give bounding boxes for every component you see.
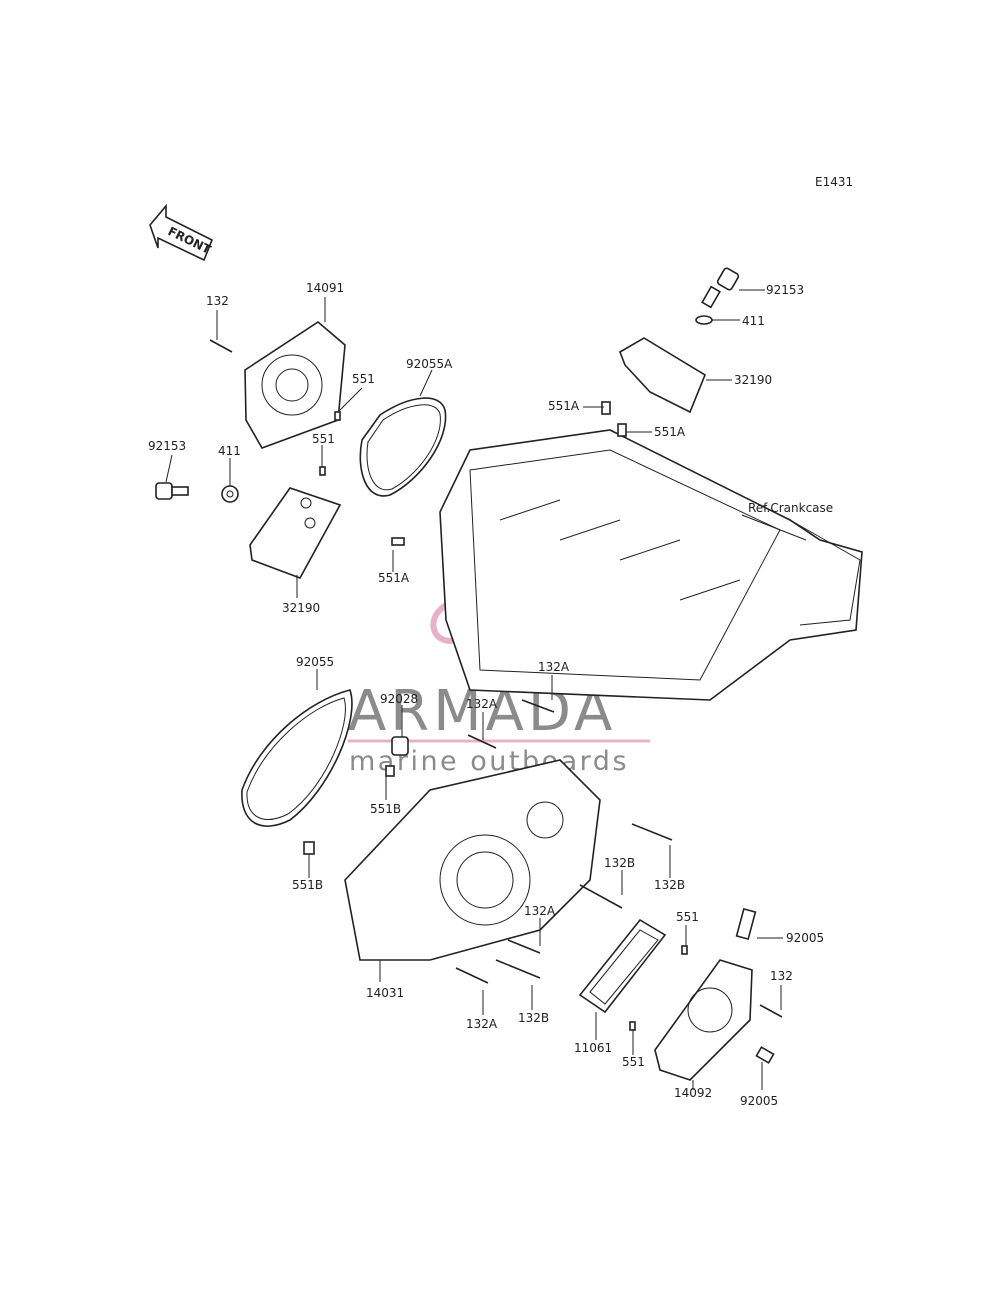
part-label-92055: 92055 — [296, 655, 334, 669]
part-labels: 92153 411 32190 551A 551A 132 14091 551 92055A 55… — [148, 281, 824, 1108]
part-label-551a: 551A — [548, 399, 580, 413]
washer-92028 — [391, 736, 409, 756]
part-label-551: 551 — [676, 910, 699, 924]
bolt-92153-top — [701, 267, 740, 309]
part-label-32190: 32190 — [734, 373, 772, 387]
part-label-92153: 92153 — [148, 439, 186, 453]
part-label-132b: 132B — [654, 878, 685, 892]
washer-411-top — [695, 315, 713, 325]
part-label-92153: 92153 — [766, 283, 804, 297]
part-label-132: 132 — [206, 294, 229, 308]
o-ring-92055A — [359, 397, 447, 497]
part-label-92005: 92005 — [786, 931, 824, 945]
fitting-92005-top — [735, 907, 757, 941]
cover-14092 — [654, 959, 753, 1081]
bolts-132-group — [209, 339, 783, 1018]
fitting-92005-bottom — [755, 1046, 775, 1064]
part-label-132a: 132A — [538, 660, 570, 674]
part-label-551: 551 — [622, 1055, 645, 1069]
part-label-132a: 132A — [466, 697, 498, 711]
washer-411-left — [221, 485, 239, 503]
leader-lines — [165, 289, 807, 1090]
part-label-92028: 92028 — [380, 692, 418, 706]
crankcase-upper — [439, 429, 863, 701]
part-label-551: 551 — [312, 432, 335, 446]
part-label-551a: 551A — [654, 425, 686, 439]
part-label-411: 411 — [218, 444, 241, 458]
part-label-14031: 14031 — [366, 986, 404, 1000]
front-arrow-icon: FRONT — [149, 203, 214, 262]
part-label-32190: 32190 — [282, 601, 320, 615]
part-label-92005: 92005 — [740, 1094, 778, 1108]
gasket-11061 — [578, 918, 667, 1014]
dowel-pins — [303, 401, 688, 1031]
ref-crankcase-label: Ref.Crankcase — [748, 501, 833, 515]
part-label-132b: 132B — [604, 856, 635, 870]
bracket-32190-top — [619, 337, 706, 414]
part-label-551: 551 — [352, 372, 375, 386]
o-ring-92055 — [241, 689, 353, 827]
part-label-14092: 14092 — [674, 1086, 712, 1100]
bolt-92153-left — [155, 482, 189, 500]
part-label-551b: 551B — [370, 802, 401, 816]
part-label-14091: 14091 — [306, 281, 344, 295]
part-label-551a: 551A — [378, 571, 410, 585]
part-label-132a: 132A — [466, 1017, 498, 1031]
part-label-132: 132 — [770, 969, 793, 983]
part-label-551b: 551B — [292, 878, 323, 892]
part-label-11061: 11061 — [574, 1041, 612, 1055]
part-label-411: 411 — [742, 314, 765, 328]
crankcase-cover-14031 — [344, 759, 601, 961]
part-label-92055a: 92055A — [406, 357, 453, 371]
part-label-132b: 132B — [518, 1011, 549, 1025]
part-label-132a: 132A — [524, 904, 556, 918]
end-cover-14091 — [244, 321, 346, 449]
diagram-code: E1431 — [815, 175, 853, 189]
bracket-32190-left — [249, 487, 342, 579]
